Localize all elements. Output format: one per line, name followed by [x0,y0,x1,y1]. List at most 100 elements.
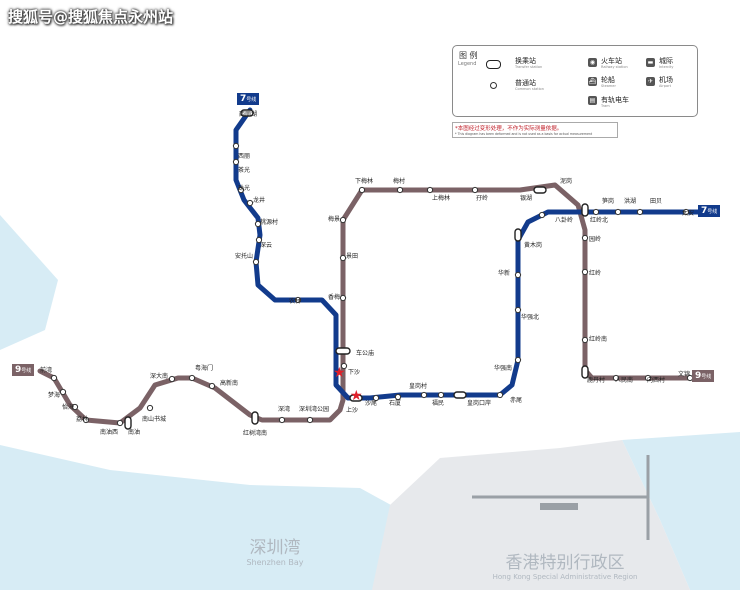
station-dot[interactable] [168,375,176,383]
station-label[interactable]: 红岭南 [589,336,608,343]
station-label[interactable]: 红岭北 [590,217,609,224]
station-label[interactable]: 孖岭 [476,195,489,202]
station-dot[interactable] [636,208,644,216]
station-label[interactable]: 泥岗 [560,178,573,185]
station-label[interactable]: 红树湾南 [243,430,268,437]
station-dot[interactable] [644,374,652,382]
station-label[interactable]: 下沙 [348,369,361,376]
station-label[interactable]: 梅村 [393,178,406,185]
station-label[interactable]: 华强南 [494,365,513,372]
station-label[interactable]: 前湾 [40,367,53,374]
station-label[interactable]: 沙尾 [365,400,378,407]
station-label[interactable]: 农林 [289,298,302,305]
station-label[interactable]: 银湖 [520,195,533,202]
station-label[interactable]: 深圳湾公园 [299,406,330,413]
station-dot[interactable] [59,388,67,396]
station-dot[interactable] [682,208,690,216]
station-label[interactable]: 人民南 [615,377,634,384]
station-label[interactable]: 福民 [432,400,445,407]
station-label[interactable]: 南油西 [100,429,119,436]
station-dot[interactable] [146,404,154,412]
station-label[interactable]: 荔林 [76,416,89,423]
station-dot[interactable] [232,142,240,150]
station-dot[interactable] [358,186,366,194]
station-label[interactable]: 向西村 [647,377,666,384]
station-label[interactable]: 珠光 [238,185,251,192]
station-dot[interactable] [255,236,263,244]
station-dot[interactable] [538,211,546,219]
station-dot[interactable] [188,374,196,382]
station-label[interactable]: 南山书城 [142,416,167,423]
station-label[interactable]: 高新南 [220,380,239,387]
station-dot[interactable] [237,186,245,194]
station-label[interactable]: 景田 [346,253,359,260]
station-label[interactable]: 香梅 [328,294,341,301]
station-label[interactable]: 上梅林 [432,195,451,202]
station-dot[interactable] [339,216,347,224]
station-dot[interactable] [71,403,79,411]
station-label[interactable]: 梦海 [48,392,61,399]
station-dot[interactable] [612,374,620,382]
station-dot[interactable] [340,362,348,370]
station-label[interactable]: 皇岗口岸 [467,400,492,407]
station-dot[interactable] [208,382,216,390]
station-dot[interactable] [50,374,58,382]
station-dot[interactable] [116,419,124,427]
station-label[interactable]: 龙井 [253,197,266,204]
station-label[interactable]: 黄木岗 [524,242,543,249]
station-label[interactable]: 太安 [682,210,695,217]
station-dot[interactable] [592,208,600,216]
station-label[interactable]: 八卦岭 [555,217,574,224]
interchange-station[interactable] [251,411,259,425]
station-dot[interactable] [254,220,262,228]
interchange-station[interactable] [349,394,363,402]
station-label[interactable]: 粤海门 [195,365,214,372]
station-dot[interactable] [252,258,260,266]
station-dot[interactable] [581,268,589,276]
station-dot[interactable] [339,294,347,302]
station-label[interactable]: 上沙 [346,407,359,414]
station-label[interactable]: 深大南 [150,373,169,380]
interchange-station[interactable] [581,365,589,379]
station-label[interactable]: 皇岗村 [409,383,428,390]
station-label[interactable]: 西丽 [238,153,251,160]
interchange-station[interactable] [581,203,589,217]
station-dot[interactable] [514,306,522,314]
station-dot[interactable] [581,234,589,242]
station-dot[interactable] [437,391,445,399]
station-label[interactable]: 华强北 [521,314,540,321]
station-dot[interactable] [514,271,522,279]
station-label[interactable]: 石厦 [389,400,402,407]
station-dot[interactable] [396,186,404,194]
station-label[interactable]: 红岭 [589,270,602,277]
station-dot[interactable] [581,336,589,344]
station-label[interactable]: 文锦 [678,371,691,378]
interchange-station[interactable] [335,347,351,355]
station-dot[interactable] [614,208,622,216]
station-label[interactable]: 深云 [260,242,273,249]
station-dot[interactable] [496,391,504,399]
station-label[interactable]: 赤尾 [510,397,523,404]
station-dot[interactable] [420,391,428,399]
station-dot[interactable] [278,416,286,424]
station-dot[interactable] [514,356,522,364]
station-label[interactable]: 园岭 [589,236,602,243]
station-label[interactable]: 南油 [128,429,141,436]
station-dot[interactable] [232,158,240,166]
station-label[interactable]: 洪湖 [624,198,637,205]
station-label[interactable]: 茶光 [238,167,251,174]
station-label[interactable]: 深湾 [278,406,291,413]
station-label[interactable]: 华新 [498,270,511,277]
station-label[interactable]: 下梅林 [355,178,374,185]
station-label[interactable]: 车公庙 [356,350,375,357]
interchange-station[interactable] [453,391,467,399]
station-label[interactable]: 西丽湖 [239,111,258,118]
station-label[interactable]: 田贝 [650,198,663,205]
interchange-station[interactable] [240,109,254,117]
station-dot[interactable] [82,416,90,424]
station-dot[interactable] [246,199,254,207]
station-dot[interactable] [306,416,314,424]
station-label[interactable]: 怡海 [62,404,75,411]
station-label[interactable]: 梅景 [328,216,341,223]
station-label[interactable]: 安托山 [235,253,254,260]
